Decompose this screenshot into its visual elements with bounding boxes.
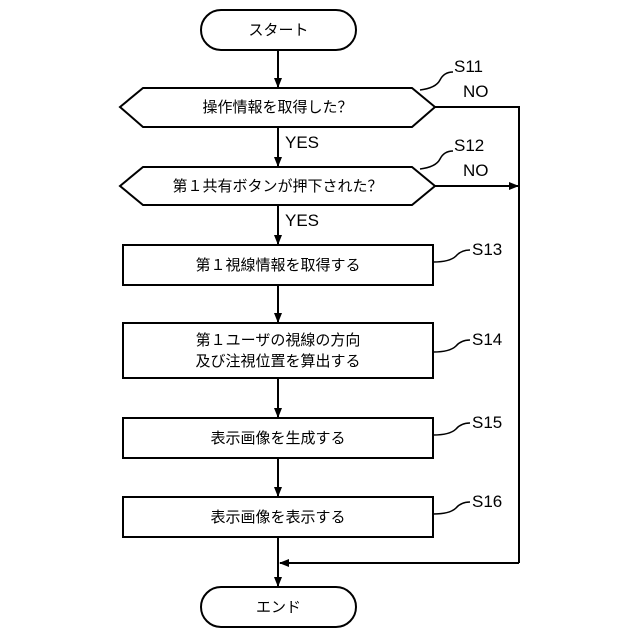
s13-id: S13 xyxy=(472,240,502,260)
s12-no-label: NO xyxy=(463,161,489,181)
s11-yes-label: YES xyxy=(285,133,319,153)
s14-leader xyxy=(433,340,470,352)
s16-id: S16 xyxy=(472,492,502,512)
end-label: エンド xyxy=(201,597,356,617)
s11-leader xyxy=(420,72,453,90)
s12-yes-label: YES xyxy=(285,211,319,231)
s11-text: 操作情報を取得した？ xyxy=(143,97,412,117)
s14-text-line2: 及び注視位置を算出する xyxy=(123,351,433,371)
s13-text: 第１視線情報を取得する xyxy=(123,255,433,275)
s14-text-line1: 第１ユーザの視線の方向 xyxy=(123,330,433,350)
s11-no-label: NO xyxy=(463,82,489,102)
s15-text: 表示画像を生成する xyxy=(123,428,433,448)
start-label: スタート xyxy=(201,20,356,40)
s13-leader xyxy=(433,250,470,262)
s16-leader xyxy=(433,502,470,514)
s12-id: S12 xyxy=(454,136,484,156)
s15-id: S15 xyxy=(472,413,502,433)
s12-leader xyxy=(420,151,453,169)
s12-text: 第１共有ボタンが押下された？ xyxy=(143,176,412,196)
s15-leader xyxy=(433,423,470,435)
s14-id: S14 xyxy=(472,330,502,350)
s16-text: 表示画像を表示する xyxy=(123,507,433,527)
s11-id: S11 xyxy=(454,57,483,77)
